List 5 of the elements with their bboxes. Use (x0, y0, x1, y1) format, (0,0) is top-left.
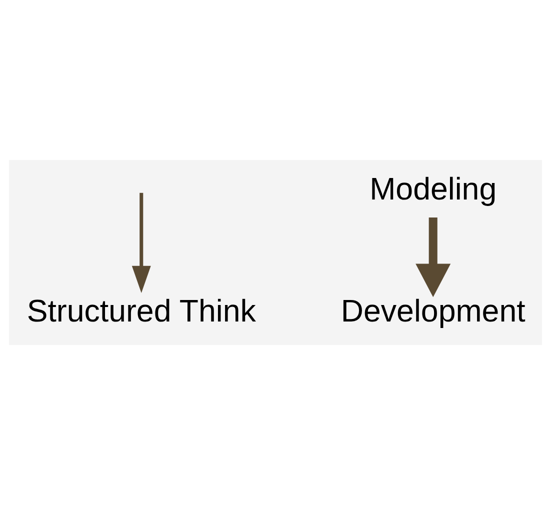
arrow (132, 192, 151, 293)
node-text: Development (340, 294, 526, 329)
arrow (416, 218, 451, 298)
node-text: Modeling (370, 171, 497, 206)
node-text: Structured Think (26, 294, 256, 329)
